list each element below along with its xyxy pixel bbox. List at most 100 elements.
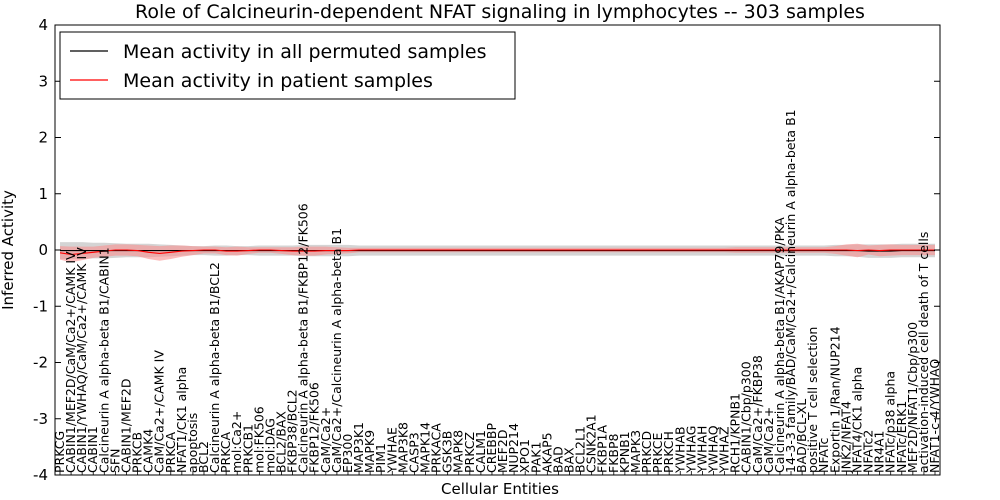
x-tick-label: CABIN1/MEF2D/CaM/Ca2+/CAMK IV [63,251,78,473]
y-tick-label: 0 [38,241,48,259]
legend-box [59,31,516,100]
x-tick-label: NFAT1-c-4/YWHAQ [927,359,942,473]
y-tick-label: -3 [33,410,48,428]
x-tick-label: PRKCB1 [240,424,255,473]
x-tick-label: SFN [107,449,122,473]
x-tick-label: MEF2D/NFAT1/Cbp/p300 [905,322,920,473]
x-tick-label: YWHAZ [717,426,732,474]
x-tick-label: NFAT1/CK1 alpha [174,367,189,473]
x-tick-label: NFATc [816,438,831,473]
series-lines [59,249,935,256]
x-tick-label: CaM/Ca2+/Calcineurin A alpha-beta B1 [329,228,344,473]
x-tick-label: FKBP38/BCL2 [285,389,300,473]
x-tick-label: CABIN1/Cbp/p300 [739,361,754,473]
x-tick-label: PRKCA [163,432,178,473]
x-tick-label: KPNB1 [617,431,632,473]
confidence-bands [60,242,935,263]
y-tick-label: -1 [33,297,48,315]
x-tick-label: BCL2 [196,441,211,473]
x-tick-label: Calcineurin A alpha-beta B1/FKBP12/FK506 [296,203,311,473]
x-tick-label: MAP3K8 [395,422,410,473]
x-tick-label: positive T cell selection [805,327,820,473]
x-tick-label: CABIN1 [85,426,100,473]
x-tick-label: YWHAB [672,426,687,474]
line-permuted [60,250,935,252]
x-tick-label: PAK1 [528,442,543,473]
x-tick-label: NFATc/p38 alpha [883,371,898,473]
x-tick-label: PRKCD [639,431,654,473]
x-tick-label: BCL2L1 [573,426,588,473]
x-axis-label: Cellular Entities [441,480,559,498]
x-tick-label: PRKCG [52,431,67,473]
x-tick-label: RCH1/KPNB1 [728,393,743,473]
legend: Mean activity in all permuted samples Me… [59,31,516,100]
x-tick-label: MAPK3 [628,430,643,473]
x-tick-label: Calcineurin A alpha-beta B1/AKAP79/PKA [772,217,787,473]
x-tick-label: CaM/Ca2+ [318,407,333,473]
x-tick-label: AKAP5 [539,432,554,473]
x-tick-label: PRKACA [429,423,444,473]
x-tick-label: FKBP1A [595,425,610,473]
x-tick-label: YWHAG [683,426,698,474]
y-tick-label: -4 [33,466,48,484]
y-axis-label: Inferred Activity [0,190,17,310]
x-tick-label: YWHAQ [706,425,721,474]
legend-label-permuted: Mean activity in all permuted samples [123,41,486,63]
x-tick-label: CALM1 [473,430,488,473]
x-tick-label: NR4A1 [872,431,887,474]
x-tick-label: PIM1 [373,443,388,473]
x-tick-label: CaM/Ca2+ [761,407,776,473]
x-tick-label: MAPK8 [451,430,466,473]
x-tick-label: PRKCZ [462,432,477,473]
x-tick-label: CREBBP [484,423,499,473]
x-tick-label: CSNK2A1 [584,414,599,473]
x-tick-label: CABIN1/YWHAQ/CaM/Ca2+/CAMK IV [74,247,89,473]
x-tick-label: Exportin 1/Ran/NUP214 [827,326,842,473]
y-tick-label: -2 [33,354,48,372]
x-tick-label: JNK2/NFAT4 [838,401,853,474]
x-tick-label: MAP3K1 [351,422,366,473]
x-tick-label: YWHAH [694,426,709,474]
x-tick-label: PRKCE [650,433,665,473]
x-tick-label: MEF2D [495,430,510,473]
x-tick-label: CASP3 [406,432,421,473]
x-tick-label: CaM/Ca2+/FKBP38 [750,355,765,473]
x-tick-label: NFATc/ERK1 [894,401,909,473]
x-tick-label: FKBP12/FK506 [307,382,322,473]
chart-title: Role of Calcineurin-dependent NFAT signa… [135,1,865,23]
x-tick-label: CaM/Ca2+/CAMK IV [152,350,167,473]
x-tick-label: BCL2/BAX [274,411,289,473]
band-patient [60,243,935,263]
x-tick-label: PRKCA [218,432,233,473]
x-tick-label: activation-induced cell death of T cells [916,232,931,473]
x-tick-label: Calcineurin A alpha-beta B1/BCL2 [207,262,222,473]
x-tick-label: CAMK4 [141,429,156,473]
x-tick-label: PRKCB [130,432,145,473]
x-tick-label: NFATc2 [861,430,876,473]
x-tick-label: PRKCH [661,431,676,473]
x-tick-label: apoptosis [185,413,200,473]
x-tick-label: FKBP8 [606,433,621,473]
x-tick-label: mol:FK506 [251,406,266,473]
legend-label-patient: Mean activity in patient samples [123,70,433,92]
line-patient [59,249,935,256]
x-tick-label: BAD/BCL-XL [794,399,809,473]
x-tick-label: BAX [562,447,577,473]
x-tick-label: 14-3-3 family/BAD/CaM/Ca2+/Calcineurin A… [783,109,798,473]
x-tick-label: MAPK9 [362,430,377,473]
x-tick-label: NUP214 [506,423,521,473]
x-tick-label: YWHAE [384,427,399,474]
x-tick-label: NFAT4/CK1 alpha [850,367,865,473]
x-tick-label: BAD [550,446,565,473]
y-tick-label: 3 [38,72,48,90]
x-tick-label: GSK3B [440,431,455,473]
x-tick-label: mol:DAG [262,418,277,473]
x-tick-label: Calcineurin A alpha-beta B1/CABIN1 [96,247,111,473]
x-tick-label: EP300 [340,434,355,473]
y-tick-label: 2 [38,129,48,147]
x-tick-label: XPO1 [517,439,532,473]
